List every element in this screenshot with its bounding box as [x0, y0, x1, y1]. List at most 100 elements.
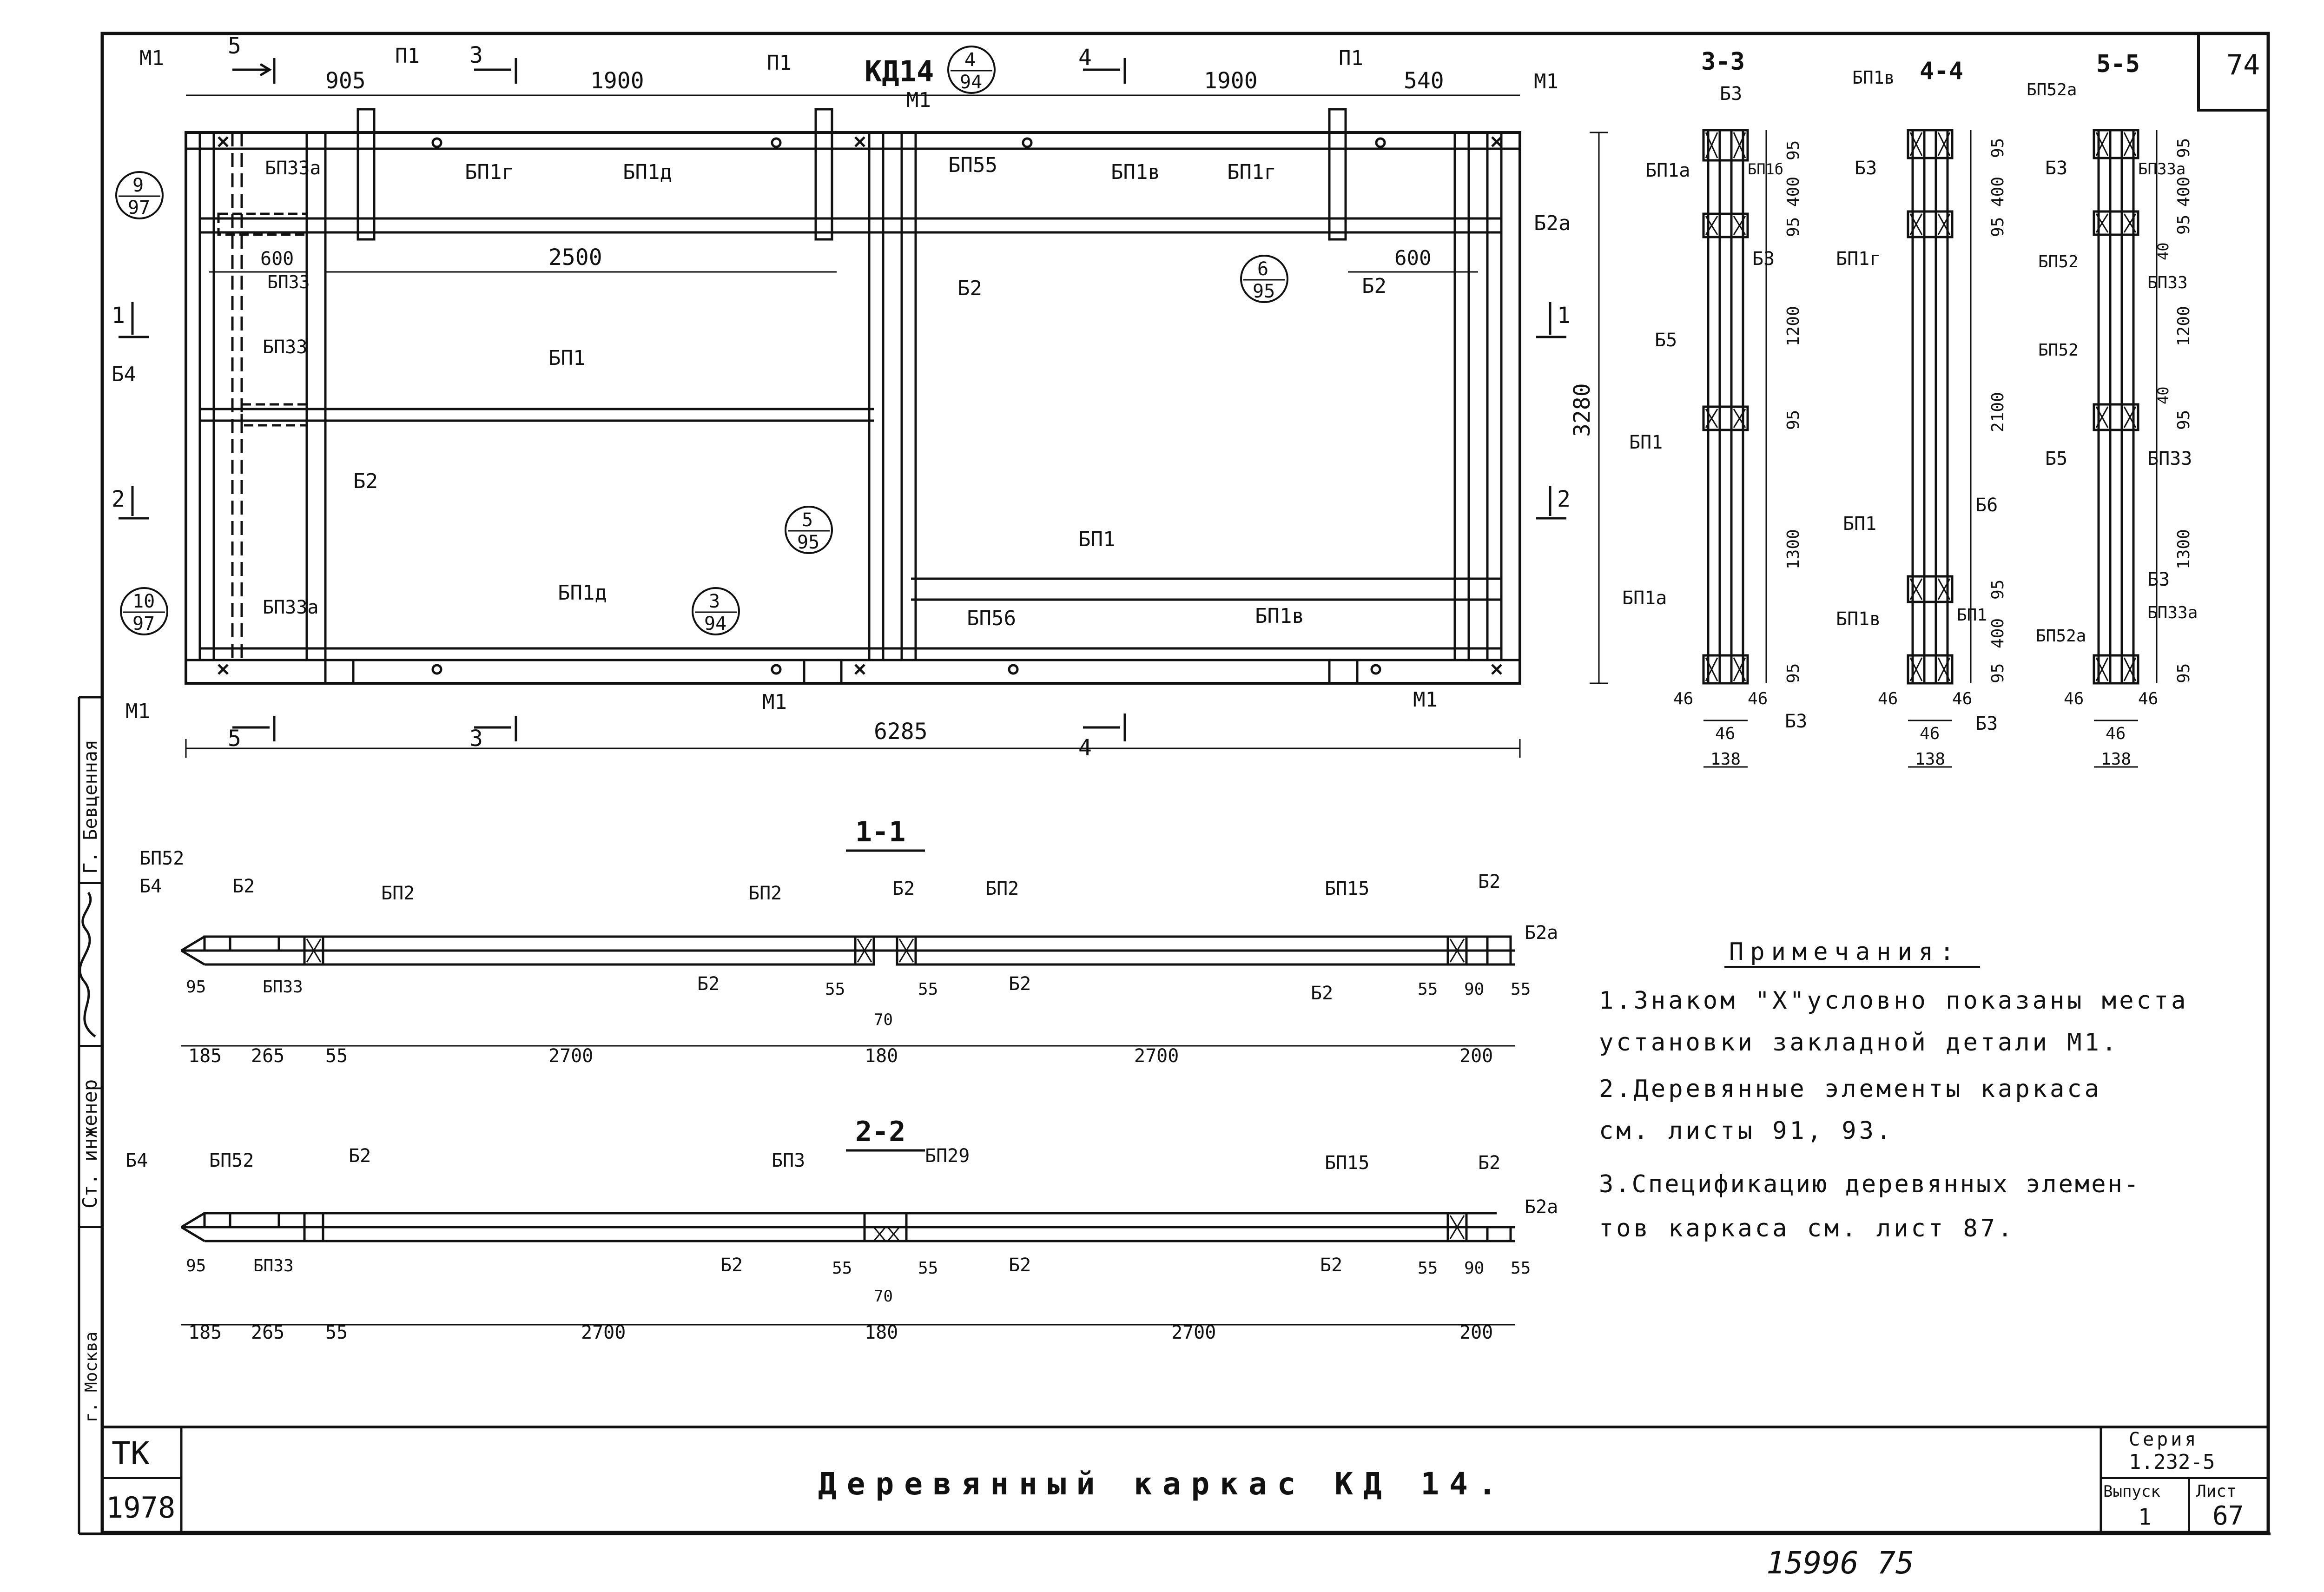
stamp-city: г. Москва	[82, 1332, 101, 1422]
sec22-bp33: БП33	[253, 1256, 294, 1275]
footer-handwritten-number: 15996 75	[1766, 1545, 1914, 1581]
sec33-bp1: БП1	[1629, 432, 1663, 453]
sec11-dim-70: 70	[874, 1011, 893, 1029]
callout-10-97-top: 10	[132, 591, 155, 612]
sec22-dim-55d: 55	[1511, 1259, 1531, 1278]
label-bp1g-r: БП1г	[1227, 160, 1276, 184]
series-label: Серия	[2129, 1429, 2199, 1450]
label-bp1g-l: БП1г	[465, 160, 514, 184]
note-line-5: 3.Спецификацию деревянных элемен-	[1599, 1170, 2140, 1198]
label-bp1d-b: БП1д	[558, 581, 607, 605]
sec11-b2e: Б2	[1009, 973, 1031, 995]
sec11-b2a-right: Б2а	[1525, 922, 1558, 944]
label-m1-bl: М1	[125, 700, 150, 723]
signature-icon	[79, 892, 96, 1038]
sec33-b3-top: Б3	[1720, 83, 1742, 105]
sec11-b2a: Б2	[232, 876, 255, 897]
sec22-dim-265: 265	[251, 1322, 284, 1343]
sec33-w46-center: 46	[1715, 724, 1735, 743]
sec22-bp3: БП3	[772, 1150, 805, 1171]
sec55-bp33a-top: БП33а	[2138, 160, 2185, 178]
sec55-dim-95a: 95	[2174, 138, 2193, 158]
sec55-w138: 138	[2101, 750, 2131, 769]
note-line-2: установки закладной детали М1.	[1599, 1029, 2119, 1057]
sec22-dim-90: 90	[1464, 1259, 1484, 1278]
label-bp33-t: БП33	[267, 272, 310, 292]
dim-3280: 3280	[1569, 383, 1595, 437]
sec33-dim-95b: 95	[1784, 217, 1803, 237]
note-line-3: 2.Деревянные элементы каркаса	[1599, 1075, 2102, 1103]
sec55-bp52a-bot: БП52а	[2036, 627, 2086, 646]
dim-1900b: 1900	[1204, 68, 1258, 94]
sec22-dim-70: 70	[874, 1287, 893, 1306]
label-b2-r: Б2	[1362, 274, 1386, 298]
sec22-b4: Б4	[125, 1150, 148, 1171]
section-mark-1-right: 1	[1557, 303, 1571, 329]
sec55-dim-95b: 95	[2174, 215, 2193, 235]
dim-6285: 6285	[874, 719, 928, 745]
section-mark-4-top: 4	[1078, 45, 1092, 71]
sec44-dim-95a: 95	[1988, 138, 2007, 158]
sec33-w46-right: 46	[1748, 689, 1768, 708]
sec11-bp52: БП52	[139, 848, 184, 869]
sec11-bp2a: БП2	[381, 883, 415, 904]
section-mark-4-bottom: 4	[1078, 735, 1092, 761]
sec11-dim-55c: 55	[1418, 980, 1438, 999]
sec11-dim-55a: 55	[825, 980, 845, 999]
sec55-bp33a-bot: БП33а	[2147, 603, 2198, 622]
section-5-5: 5-5 БП52а Б3 БП33а БП52 БП33 БП52 Б5 БП3…	[2027, 50, 2198, 769]
dim-600b: 600	[1394, 246, 1431, 270]
plan-texts: КД14 905 1900 1900 540 2500 600 600 6285…	[112, 33, 1595, 761]
sec55-b5: Б5	[2045, 448, 2067, 469]
sec55-dim-1300: 1300	[2174, 529, 2193, 569]
sec55-dim-95c: 95	[2174, 410, 2193, 430]
sec22-b2a: Б2	[349, 1145, 371, 1167]
sec33-dim-400: 400	[1784, 177, 1803, 207]
callout-3-94-bot: 94	[704, 613, 726, 634]
callout-5-95-top: 5	[802, 509, 813, 531]
label-b2-c: Б2	[957, 277, 982, 300]
label-bp1-m: БП1	[548, 346, 585, 370]
section-3-3: 3-3 Б3 БП1а БП1б Б3 Б5 БП1 БП1а Б3 95 40…	[1622, 48, 1807, 769]
sec55-w46-left: 46	[2064, 689, 2084, 708]
sec44-dim-2100: 2100	[1988, 392, 2007, 432]
sec33-bp1a-top: БП1а	[1645, 160, 1690, 181]
sec55-dim-40a: 40	[2154, 242, 2172, 260]
sec11-b2b: Б2	[892, 878, 915, 899]
label-b2-l: Б2	[353, 469, 378, 493]
sec55-bp52a-top: БП52а	[2027, 80, 2077, 99]
sec11-b2f: Б2	[1311, 983, 1333, 1004]
sec44-w46-left: 46	[1878, 689, 1898, 708]
section-1-1: 1-1 БП52 Б4 Б2 БП2 БП2 Б2 БП2 БП15 Б2 Б2…	[139, 816, 1558, 1067]
section-mark-3-bottom: 3	[469, 726, 483, 752]
label-p1-c: П1	[1339, 46, 1363, 70]
sec55-bp33-mid: БП33	[2147, 448, 2192, 469]
sec33-dim-95a: 95	[1784, 140, 1803, 160]
label-bp1v-t: БП1в	[1111, 160, 1160, 184]
sec33-b5: Б5	[1655, 330, 1677, 351]
sec22-dim-95: 95	[186, 1256, 206, 1275]
callout-3-94-top: 3	[709, 591, 720, 612]
sec44-w138: 138	[1915, 750, 1945, 769]
section-mark-2-left: 2	[112, 486, 125, 512]
sec22-b2b: Б2	[1478, 1152, 1500, 1174]
sec33-dim-1300: 1300	[1784, 529, 1803, 569]
sec11-dim-265: 265	[251, 1045, 284, 1067]
sec22-bp52: БП52	[209, 1150, 254, 1171]
sec11-b4: Б4	[139, 876, 162, 897]
sec22-title: 2-2	[855, 1116, 905, 1148]
sec11-bp33: БП33	[263, 978, 303, 997]
sheet-number: 74	[2226, 49, 2260, 81]
plan-callouts	[115, 46, 1288, 635]
sec33-w46-left: 46	[1673, 689, 1693, 708]
callout-6-95-bot: 95	[1253, 281, 1275, 302]
sec55-dim-95d: 95	[2174, 663, 2193, 683]
sec44-bp1v-bot: БП1в	[1836, 608, 1881, 630]
sec55-b3-top: Б3	[2045, 158, 2067, 179]
sec22-bp15: БП15	[1325, 1152, 1369, 1174]
label-m1-bc: М1	[762, 690, 787, 714]
sec11-bp2c: БП2	[985, 878, 1019, 899]
section-4-4: 4-4 БП1в Б3 БП1г Б6 БП1 БП1в БП1 Б3 95 4…	[1836, 57, 2007, 769]
sec44-bp1-inner: БП1	[1957, 606, 1987, 625]
sec11-dim-90: 90	[1464, 980, 1484, 999]
